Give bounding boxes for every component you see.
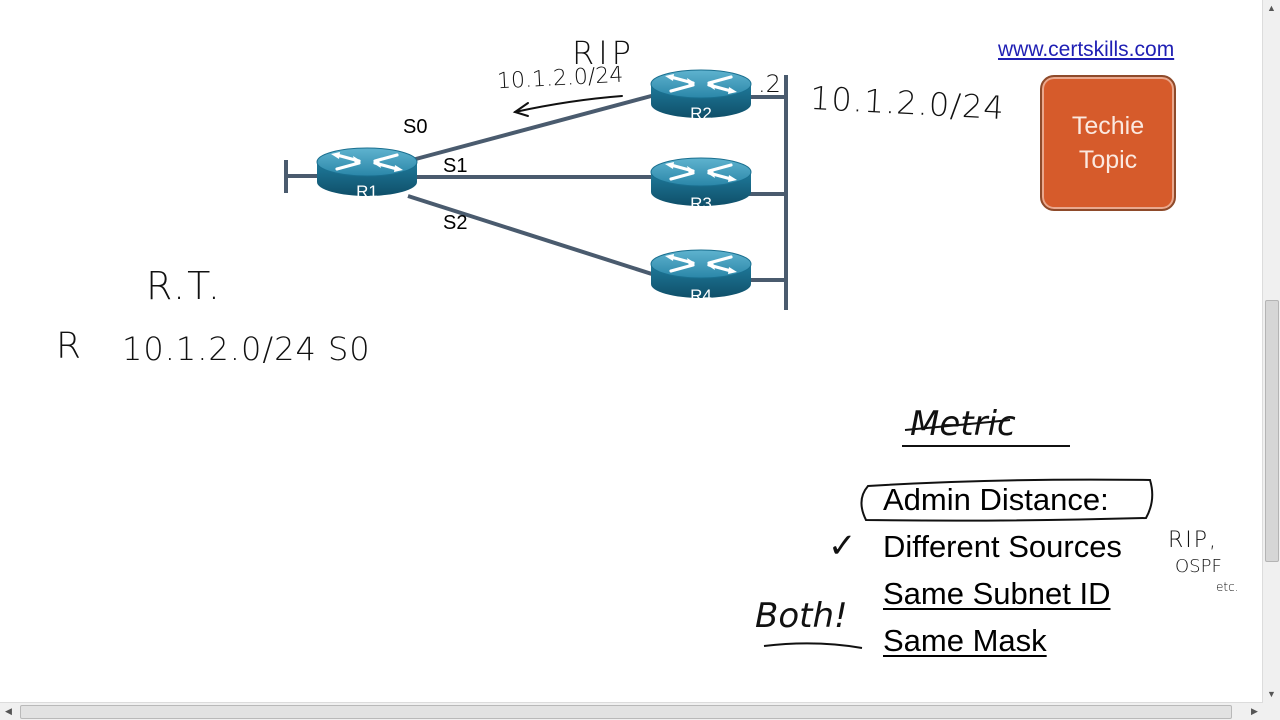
router-r3-label: R3 [690, 194, 712, 213]
scrollbar-corner [1263, 703, 1280, 720]
badge-line-1: Techie [1071, 112, 1145, 140]
interface-s0-label: S0 [403, 116, 428, 138]
horizontal-scroll-thumb[interactable] [20, 705, 1232, 719]
metric-annotation: Metric [910, 404, 1016, 444]
route-entry-annotation: 10.1.2.0/24 S0 [122, 330, 371, 368]
rip-advertise-arrow [512, 95, 623, 117]
rip-annotation: RIP [572, 34, 635, 72]
same-subnet-text: Same Subnet ID [883, 576, 1111, 611]
same-mask-text: Same Mask [883, 623, 1047, 658]
horizontal-scrollbar[interactable]: ◀ ▶ [0, 702, 1263, 720]
admin-distance-heading: Admin Distance: [883, 482, 1109, 517]
interface-s2-label: S2 [443, 212, 468, 234]
badge-line-2: Topic [1078, 146, 1138, 174]
both-annotation: Both! [755, 596, 848, 636]
router-r4-label: R4 [690, 286, 712, 305]
metric-strikethrough [902, 419, 1070, 447]
rip-ospf-annotation-2: OSPF [1175, 556, 1222, 577]
techie-topic-badge: Techie Topic [1040, 75, 1176, 211]
vertical-scrollbar[interactable]: ▲ ▼ [1262, 0, 1280, 703]
host-dot2-annotation: .2 [758, 70, 781, 98]
scroll-down-icon[interactable]: ▼ [1267, 689, 1276, 699]
certskills-website-link[interactable]: www.certskills.com [998, 38, 1175, 61]
routing-table-annotation: R.T. [146, 264, 222, 308]
scroll-up-icon[interactable]: ▲ [1267, 3, 1276, 13]
interface-s1-label: S1 [443, 155, 468, 177]
right-lan-segment [748, 75, 788, 310]
r1-lan-segment [284, 160, 322, 193]
rip-ospf-annotation-1: RIP, [1168, 528, 1219, 553]
vertical-scroll-thumb[interactable] [1265, 300, 1279, 562]
router-r1-label: R1 [356, 182, 378, 201]
both-underline [763, 642, 863, 649]
check-mark-icon: ✓ [828, 526, 857, 566]
rip-ospf-annotation-3: etc. [1216, 580, 1239, 594]
route-code-annotation: R [56, 326, 82, 367]
admin-distance-circle [860, 478, 1154, 522]
scroll-left-icon[interactable]: ◀ [5, 706, 12, 716]
router-r2-label: R2 [690, 104, 712, 123]
different-sources-text: Different Sources [883, 529, 1122, 564]
serial-links [407, 93, 656, 277]
scroll-right-icon[interactable]: ▶ [1251, 706, 1258, 716]
